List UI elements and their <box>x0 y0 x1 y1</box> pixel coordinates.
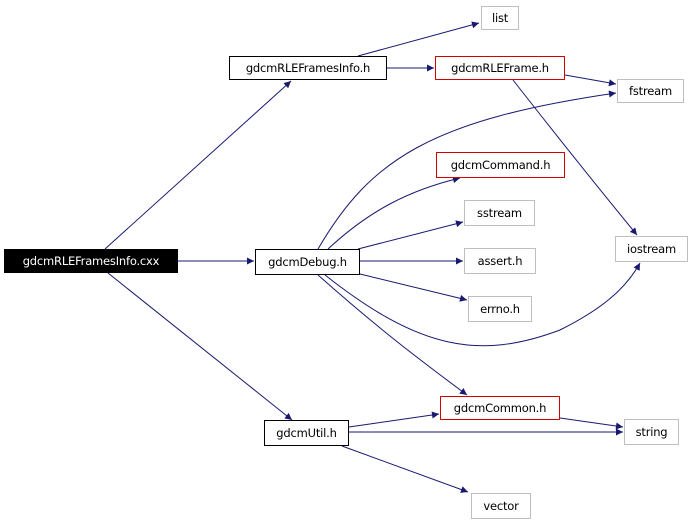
edge-root-to-util-h <box>107 272 293 421</box>
edge-debug-h-to-errno-h <box>359 273 468 302</box>
node-label: gdcmDebug.h <box>268 255 347 269</box>
node-assert-h[interactable]: assert.h <box>464 248 536 274</box>
node-common-h[interactable]: gdcmCommon.h <box>440 396 560 420</box>
edge-debug-h-to-common-h <box>317 274 468 396</box>
node-label: vector <box>483 499 519 513</box>
node-iostream[interactable]: iostream <box>615 236 688 262</box>
node-errno-h[interactable]: errno.h <box>468 296 532 322</box>
edge-rlefi-h-to-list <box>357 21 480 57</box>
node-label: assert.h <box>477 254 523 268</box>
node-label: gdcmRLEFrame.h <box>451 61 549 75</box>
node-label: errno.h <box>480 302 520 316</box>
node-label: sstream <box>477 206 522 220</box>
node-vector[interactable]: vector <box>471 493 531 519</box>
edge-common-h-to-string <box>559 417 624 430</box>
node-label: string <box>635 425 668 439</box>
node-label: gdcmRLEFramesInfo.h <box>245 61 371 75</box>
node-label: list <box>491 11 509 25</box>
node-rleframe-h[interactable]: gdcmRLEFrame.h <box>435 56 565 80</box>
node-label: gdcmCommand.h <box>450 158 551 172</box>
node-label: gdcmRLEFramesInfo.cxx <box>22 254 160 268</box>
node-rlefi-h[interactable]: gdcmRLEFramesInfo.h <box>229 56 387 80</box>
node-label: gdcmUtil.h <box>276 426 337 440</box>
node-string[interactable]: string <box>624 419 679 445</box>
edge-rleframe-h-to-iostream <box>512 79 638 236</box>
edge-debug-h-to-command-h <box>327 176 461 250</box>
edge-rleframe-h-to-fstream <box>564 74 617 87</box>
edge-util-h-to-common-h <box>348 411 440 428</box>
edge-debug-h-to-fstream <box>317 90 617 250</box>
node-sstream[interactable]: sstream <box>464 200 535 226</box>
edge-util-h-to-vector <box>341 445 469 493</box>
node-util-h[interactable]: gdcmUtil.h <box>264 420 349 446</box>
node-debug-h[interactable]: gdcmDebug.h <box>255 249 360 275</box>
edge-debug-h-to-iostream <box>324 262 641 347</box>
node-list[interactable]: list <box>481 6 519 30</box>
node-root[interactable]: gdcmRLEFramesInfo.cxx <box>4 249 178 273</box>
edge-debug-h-to-sstream <box>357 220 464 250</box>
node-label: gdcmCommon.h <box>453 401 547 415</box>
node-command-h[interactable]: gdcmCommand.h <box>436 152 565 178</box>
edge-root-to-rlefi-h <box>104 80 292 250</box>
node-label: fstream <box>629 84 672 98</box>
node-label: iostream <box>627 242 676 256</box>
node-fstream[interactable]: fstream <box>617 79 684 103</box>
